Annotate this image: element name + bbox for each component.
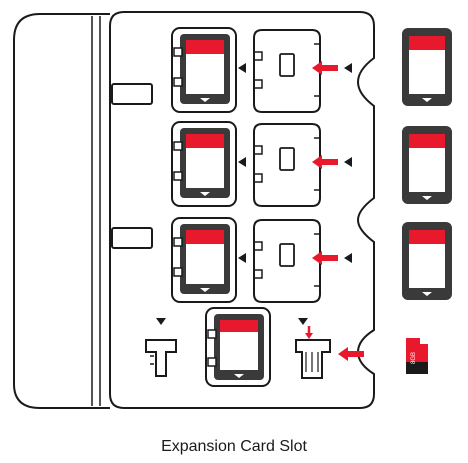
inserted-sim-card-2 — [171, 121, 237, 207]
red-arrow-left-icon — [338, 347, 364, 361]
black-triangle-icon — [298, 318, 308, 325]
red-arrow-left-icon — [312, 251, 338, 265]
inserted-large-card — [205, 307, 271, 387]
red-arrow-left-icon — [312, 61, 338, 75]
inserted-sim-card-3 — [171, 217, 237, 303]
diagram-caption: Expansion Card Slot — [161, 438, 307, 455]
loose-sim-card-2 — [402, 126, 452, 204]
hinge-tabs — [111, 83, 153, 249]
empty-sim-slot-1 — [253, 29, 321, 113]
black-triangle-icon — [344, 253, 352, 263]
sim-slot-row-3 — [171, 217, 352, 303]
phone-outline-icon — [279, 53, 295, 77]
hinge-tab-lower — [111, 227, 153, 249]
expansion-card-case-diagram: 8GB — [13, 11, 452, 409]
bottom-row — [145, 307, 364, 387]
black-triangle-icon — [156, 318, 166, 325]
empty-sim-slot-3 — [253, 219, 321, 303]
microsd-capacity-label: 8GB — [411, 352, 417, 364]
hinge-tab-upper — [111, 83, 153, 105]
red-arrow-down-icon — [305, 326, 313, 339]
loose-sim-card-1 — [402, 28, 452, 106]
black-triangle-icon — [238, 157, 246, 167]
inserted-sim-card-1 — [171, 27, 237, 113]
phone-outline-icon — [279, 243, 295, 267]
case-back-cover — [13, 13, 110, 409]
red-arrow-left-icon — [312, 155, 338, 169]
loose-microsd-card: 8GB — [406, 338, 428, 374]
phone-outline-icon — [279, 147, 295, 171]
loose-sim-card-3 — [402, 222, 452, 300]
case-body — [109, 11, 375, 409]
black-triangle-icon — [238, 63, 246, 73]
black-triangle-icon — [344, 157, 352, 167]
microsd-slot — [295, 339, 331, 379]
black-triangle-icon — [238, 253, 246, 263]
sim-slot-row-2 — [171, 121, 352, 207]
sim-ejector-tool — [145, 339, 177, 377]
empty-sim-slot-2 — [253, 123, 321, 207]
sim-slot-row-1 — [171, 27, 352, 113]
black-triangle-icon — [344, 63, 352, 73]
